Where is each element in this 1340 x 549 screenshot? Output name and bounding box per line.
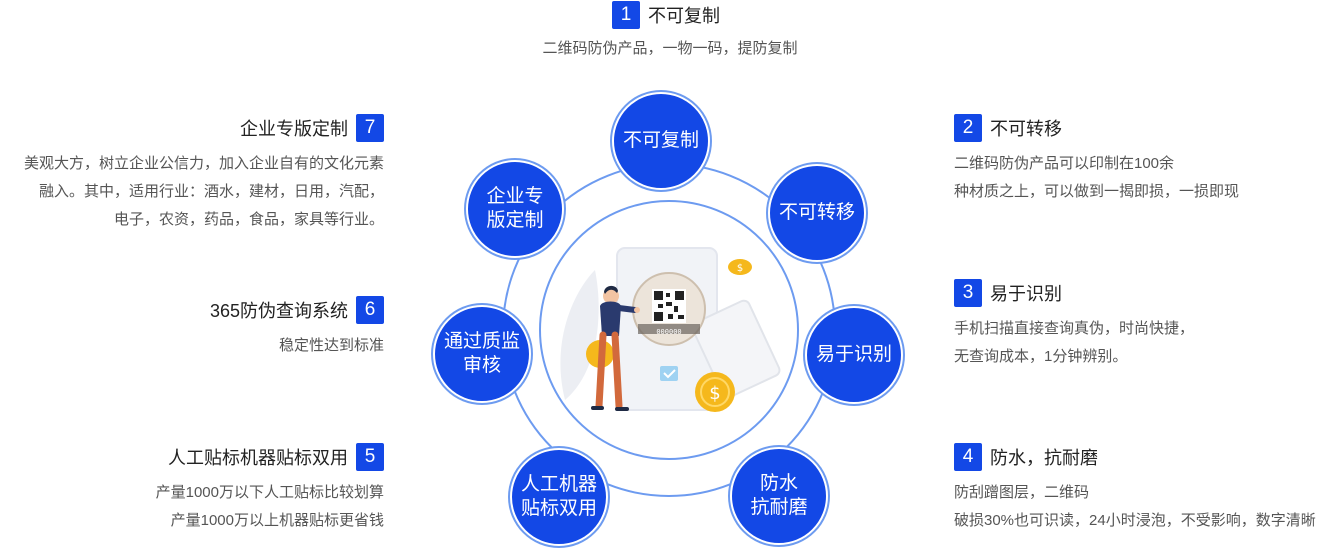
feature-1-head: 1 不可复制: [500, 1, 840, 29]
feature-3-line: 无查询成本，1分钟辨别。: [954, 348, 1128, 365]
node-enterprise-custom: 企业专 版定制: [466, 160, 564, 258]
feature-5-head: 人工贴标机器贴标双用 5: [156, 443, 384, 471]
node-not-copyable: 不可复制: [612, 92, 710, 190]
check-icon: [660, 366, 678, 381]
feature-2-line: 二维码防伪产品可以印制在100余: [954, 155, 1175, 172]
feature-3-title: 易于识别: [990, 284, 1062, 304]
svg-text:$: $: [737, 263, 743, 274]
node-label: 审核: [462, 355, 501, 376]
node-label: 通过质监: [443, 331, 520, 352]
node-label: 人工机器: [520, 474, 597, 495]
feature-5-number-badge: 5: [356, 443, 384, 471]
node-label: 版定制: [486, 210, 544, 231]
feature-5-description: 产量1000万以下人工贴标比较划算 产量1000万以上机器贴标更省钱: [156, 479, 384, 535]
feature-7-line: 美观大方，树立企业公信力，加入企业自有的文化元素: [23, 155, 384, 172]
leaf-decoration: [560, 270, 599, 400]
feature-6-line: 稳定性达到标准: [278, 337, 384, 354]
feature-4-line: 破损30%也可识读，24小时浸泡，不受影响，数字清晰: [954, 512, 1316, 529]
feature-1: 1 不可复制 二维码防伪产品，一物一码，提防复制: [500, 1, 840, 63]
phone-scan-illustration: 000000 $ $: [560, 247, 781, 412]
node-label: 易于识别: [815, 344, 892, 365]
feature-3-description: 手机扫描直接查询真伪，时尚快捷， 无查询成本，1分钟辨别。: [954, 315, 1194, 371]
feature-2-description: 二维码防伪产品可以印制在100余 种材质之上，可以做到一揭即损，一损即现: [954, 150, 1239, 206]
feature-2-title: 不可转移: [990, 119, 1062, 139]
feature-4-head: 4 防水，抗耐磨: [954, 443, 1316, 471]
feature-4-description: 防刮蹭图层，二维码 破损30%也可识读，24小时浸泡，不受影响，数字清晰: [954, 479, 1316, 535]
feature-2: 2 不可转移 二维码防伪产品可以印制在100余 种材质之上，可以做到一揭即损，一…: [954, 114, 1239, 206]
seal-texture: [638, 324, 700, 334]
node-waterproof: 防水 抗耐磨: [730, 447, 828, 545]
feature-5-title: 人工贴标机器贴标双用: [168, 448, 348, 468]
feature-6: 365防伪查询系统 6 稳定性达到标准: [202, 296, 384, 360]
feature-5: 人工贴标机器贴标双用 5 产量1000万以下人工贴标比较划算 产量1000万以上…: [156, 443, 384, 535]
node-not-transferable: 不可转移: [768, 164, 866, 262]
node-label: 贴标双用: [520, 498, 597, 519]
feature-2-number-badge: 2: [954, 114, 982, 142]
node-label: 抗耐磨: [750, 497, 808, 518]
feature-4-number-badge: 4: [954, 443, 982, 471]
feature-1-number-badge: 1: [612, 1, 640, 29]
small-coin-icon: $: [728, 259, 752, 275]
feature-6-description: 稳定性达到标准: [202, 332, 384, 360]
qr-serial-number: 000000: [656, 328, 681, 336]
node-label: 不可转移: [778, 202, 855, 223]
feature-2-line: 种材质之上，可以做到一揭即损，一损即现: [954, 183, 1240, 200]
feature-1-title: 不可复制: [648, 6, 720, 26]
feature-6-title: 365防伪查询系统: [209, 301, 348, 321]
feature-5-line: 产量1000万以上机器贴标更省钱: [170, 512, 384, 529]
inner-ring: [539, 200, 799, 460]
feature-3-line: 手机扫描直接查询真伪，时尚快捷，: [954, 320, 1195, 337]
feature-7-line: 电子，农资，药品，食品，家具等行业。: [113, 211, 384, 228]
feature-3: 3 易于识别 手机扫描直接查询真伪，时尚快捷， 无查询成本，1分钟辨别。: [954, 279, 1194, 371]
feature-7-title: 企业专版定制: [240, 119, 348, 139]
person-figure: [591, 285, 640, 411]
feature-3-head: 3 易于识别: [954, 279, 1194, 307]
feature-7-line: 融入。其中，适用行业：酒水，建材，日用，汽配，: [38, 183, 384, 200]
feature-3-number-badge: 3: [954, 279, 982, 307]
feature-7-description: 美观大方，树立企业公信力，加入企业自有的文化元素 融入。其中，适用行业：酒水，建…: [24, 150, 384, 234]
feature-5-line: 产量1000万以下人工贴标比较划算: [155, 484, 384, 501]
node-label: 企业专: [486, 186, 544, 207]
feature-4-line: 防刮蹭图层，二维码: [954, 484, 1090, 501]
node-quality-audit: 通过质监 审核: [433, 305, 531, 403]
node-label: 不可复制: [622, 130, 699, 151]
feature-6-head: 365防伪查询系统 6: [202, 296, 384, 324]
node-label: 防水: [759, 473, 798, 494]
feature-1-description: 二维码防伪产品，一物一码，提防复制: [500, 35, 840, 63]
feature-7-head: 企业专版定制 7: [24, 114, 384, 142]
node-manual-machine-labeling: 人工机器 贴标双用: [510, 448, 608, 546]
feature-6-number-badge: 6: [356, 296, 384, 324]
feature-2-head: 2 不可转移: [954, 114, 1239, 142]
feature-7: 企业专版定制 7 美观大方，树立企业公信力，加入企业自有的文化元素 融入。其中，…: [24, 114, 384, 234]
feature-4: 4 防水，抗耐磨 防刮蹭图层，二维码 破损30%也可识读，24小时浸泡，不受影响…: [954, 443, 1316, 535]
svg-text:$: $: [709, 383, 720, 404]
qr-code-pattern: [654, 291, 684, 321]
node-easy-identify: 易于识别: [805, 306, 903, 404]
dollar-coin-icon: $: [695, 372, 735, 412]
feature-4-title: 防水，抗耐磨: [990, 448, 1098, 468]
feature-7-number-badge: 7: [356, 114, 384, 142]
feature-1-line: 二维码防伪产品，一物一码，提防复制: [542, 40, 798, 57]
